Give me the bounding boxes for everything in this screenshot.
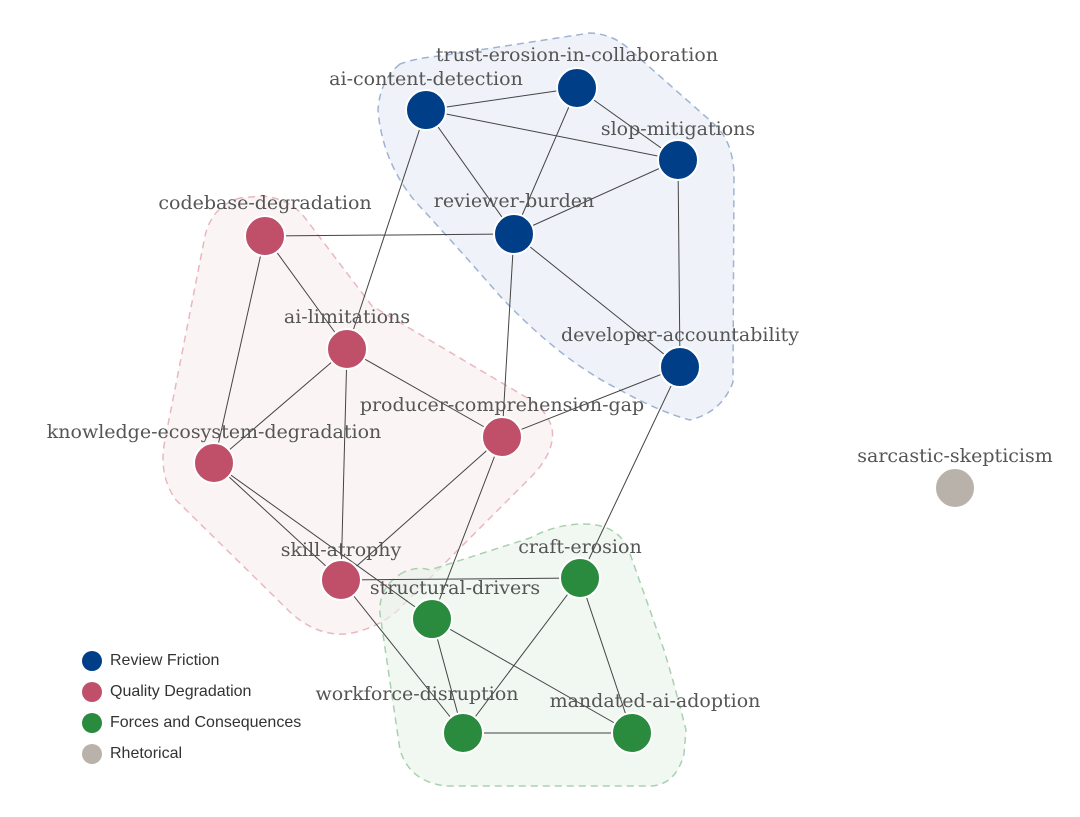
edge-reviewer-burden--codebase-degradation (264, 233, 515, 237)
node-reviewer-burden[interactable] (493, 213, 535, 255)
node-label-ai-content-detection: ai-content-detection (329, 68, 523, 90)
legend-swatch-rhetorical (82, 744, 102, 764)
node-trust-erosion-in-collaboration[interactable] (556, 67, 598, 109)
edge-structural-drivers--mandated-ai-adoption (431, 618, 633, 734)
node-label-structural-drivers: structural-drivers (370, 577, 540, 599)
node-label-slop-mitigations: slop-mitigations (601, 118, 755, 140)
node-producer-comprehension-gap[interactable] (481, 416, 523, 458)
edge-craft-erosion--mandated-ai-adoption (579, 577, 633, 734)
node-skill-atrophy[interactable] (320, 559, 362, 601)
edge-skill-atrophy--craft-erosion (340, 577, 581, 581)
edge-codebase-degradation--ai-limitations (264, 235, 348, 350)
edge-developer-accountability--producer-comprehension-gap (501, 366, 681, 438)
node-label-developer-accountability: developer-accountability (561, 324, 799, 346)
edge-reviewer-burden--developer-accountability (513, 233, 681, 368)
node-label-knowledge-ecosystem-degradation: knowledge-ecosystem-degradation (47, 421, 382, 443)
node-knowledge-ecosystem-degradation[interactable] (193, 442, 235, 484)
node-label-skill-atrophy: skill-atrophy (281, 539, 402, 561)
cluster-hull-quality (162, 195, 554, 635)
edge-ai-content-detection--reviewer-burden (425, 109, 515, 235)
edge-ai-content-detection--trust-erosion-in-collaboration (425, 87, 578, 111)
legend-swatch-forces (82, 713, 102, 733)
node-label-mandated-ai-adoption: mandated-ai-adoption (550, 690, 761, 712)
node-label-sarcastic-skepticism: sarcastic-skepticism (857, 445, 1053, 467)
node-label-trust-erosion-in-collaboration: trust-erosion-in-collaboration (436, 44, 718, 66)
edge-producer-comprehension-gap--skill-atrophy (340, 436, 503, 581)
node-structural-drivers[interactable] (411, 598, 453, 640)
node-ai-content-detection[interactable] (405, 89, 447, 131)
node-label-workforce-disruption: workforce-disruption (315, 683, 518, 705)
edge-craft-erosion--workforce-disruption (462, 577, 581, 734)
graph-nodes (193, 67, 976, 754)
node-label-ai-limitations: ai-limitations (284, 306, 410, 328)
edge-ai-content-detection--ai-limitations (346, 109, 427, 350)
legend-swatch-quality (82, 682, 102, 702)
edge-ai-limitations--skill-atrophy (340, 348, 348, 581)
graph-labels: ai-content-detectiontrust-erosion-in-col… (47, 44, 1053, 712)
edge-codebase-degradation--knowledge-ecosystem-degradation (213, 235, 266, 464)
cluster-hull-review (377, 32, 735, 421)
edge-knowledge-ecosystem-degradation--structural-drivers (213, 462, 433, 620)
node-label-codebase-degradation: codebase-degradation (158, 192, 371, 214)
node-craft-erosion[interactable] (559, 557, 601, 599)
node-developer-accountability[interactable] (659, 346, 701, 388)
edge-ai-content-detection--slop-mitigations (425, 109, 679, 161)
edge-ai-limitations--knowledge-ecosystem-degradation (213, 348, 348, 464)
legend-label-quality: Quality Degradation (110, 683, 251, 700)
edge-slop-mitigations--developer-accountability (677, 159, 681, 368)
node-label-craft-erosion: craft-erosion (518, 536, 641, 558)
edge-developer-accountability--craft-erosion (579, 366, 681, 579)
node-ai-limitations[interactable] (326, 328, 368, 370)
node-label-reviewer-burden: reviewer-burden (434, 190, 595, 212)
legend-label-rhetorical: Rhetorical (110, 745, 182, 762)
node-mandated-ai-adoption[interactable] (611, 712, 653, 754)
node-sarcastic-skepticism[interactable] (934, 467, 976, 509)
edge-skill-atrophy--workforce-disruption (340, 579, 464, 734)
legend-swatch-review (82, 651, 102, 671)
node-workforce-disruption[interactable] (442, 712, 484, 754)
legend-label-forces: Forces and Consequences (110, 714, 301, 731)
edge-trust-erosion-in-collaboration--reviewer-burden (513, 87, 578, 235)
legend-label-review: Review Friction (110, 652, 219, 669)
edge-slop-mitigations--reviewer-burden (513, 159, 679, 235)
edge-ai-limitations--producer-comprehension-gap (346, 348, 503, 438)
edge-knowledge-ecosystem-degradation--skill-atrophy (213, 462, 342, 581)
node-label-producer-comprehension-gap: producer-comprehension-gap (360, 394, 644, 416)
node-codebase-degradation[interactable] (244, 215, 286, 257)
edge-producer-comprehension-gap--structural-drivers (431, 436, 503, 620)
edge-reviewer-burden--producer-comprehension-gap (501, 233, 515, 438)
node-slop-mitigations[interactable] (657, 139, 699, 181)
